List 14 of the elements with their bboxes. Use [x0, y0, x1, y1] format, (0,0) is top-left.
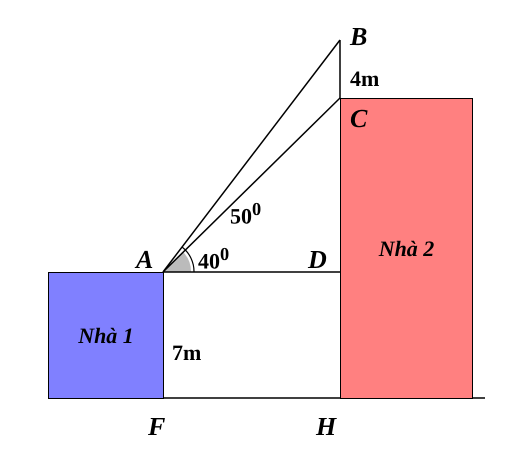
house-label: Nhà 2 [378, 236, 434, 262]
measure-label: 40$^{0}$ [198, 245, 230, 272]
house-rectangle [48, 272, 164, 399]
measure-label: 50$^{0}$ [230, 200, 262, 228]
house-rectangle [340, 98, 473, 399]
point-label: H [316, 414, 336, 440]
point-label: B [350, 24, 368, 50]
point-label: C [350, 106, 368, 132]
house-label: Nhà 1 [78, 322, 134, 348]
point-label: F [148, 414, 166, 440]
point-label: D [308, 247, 327, 273]
point-label: A [136, 247, 154, 273]
measure-label: 4m [350, 68, 380, 90]
measure-label: 7m [172, 342, 202, 364]
